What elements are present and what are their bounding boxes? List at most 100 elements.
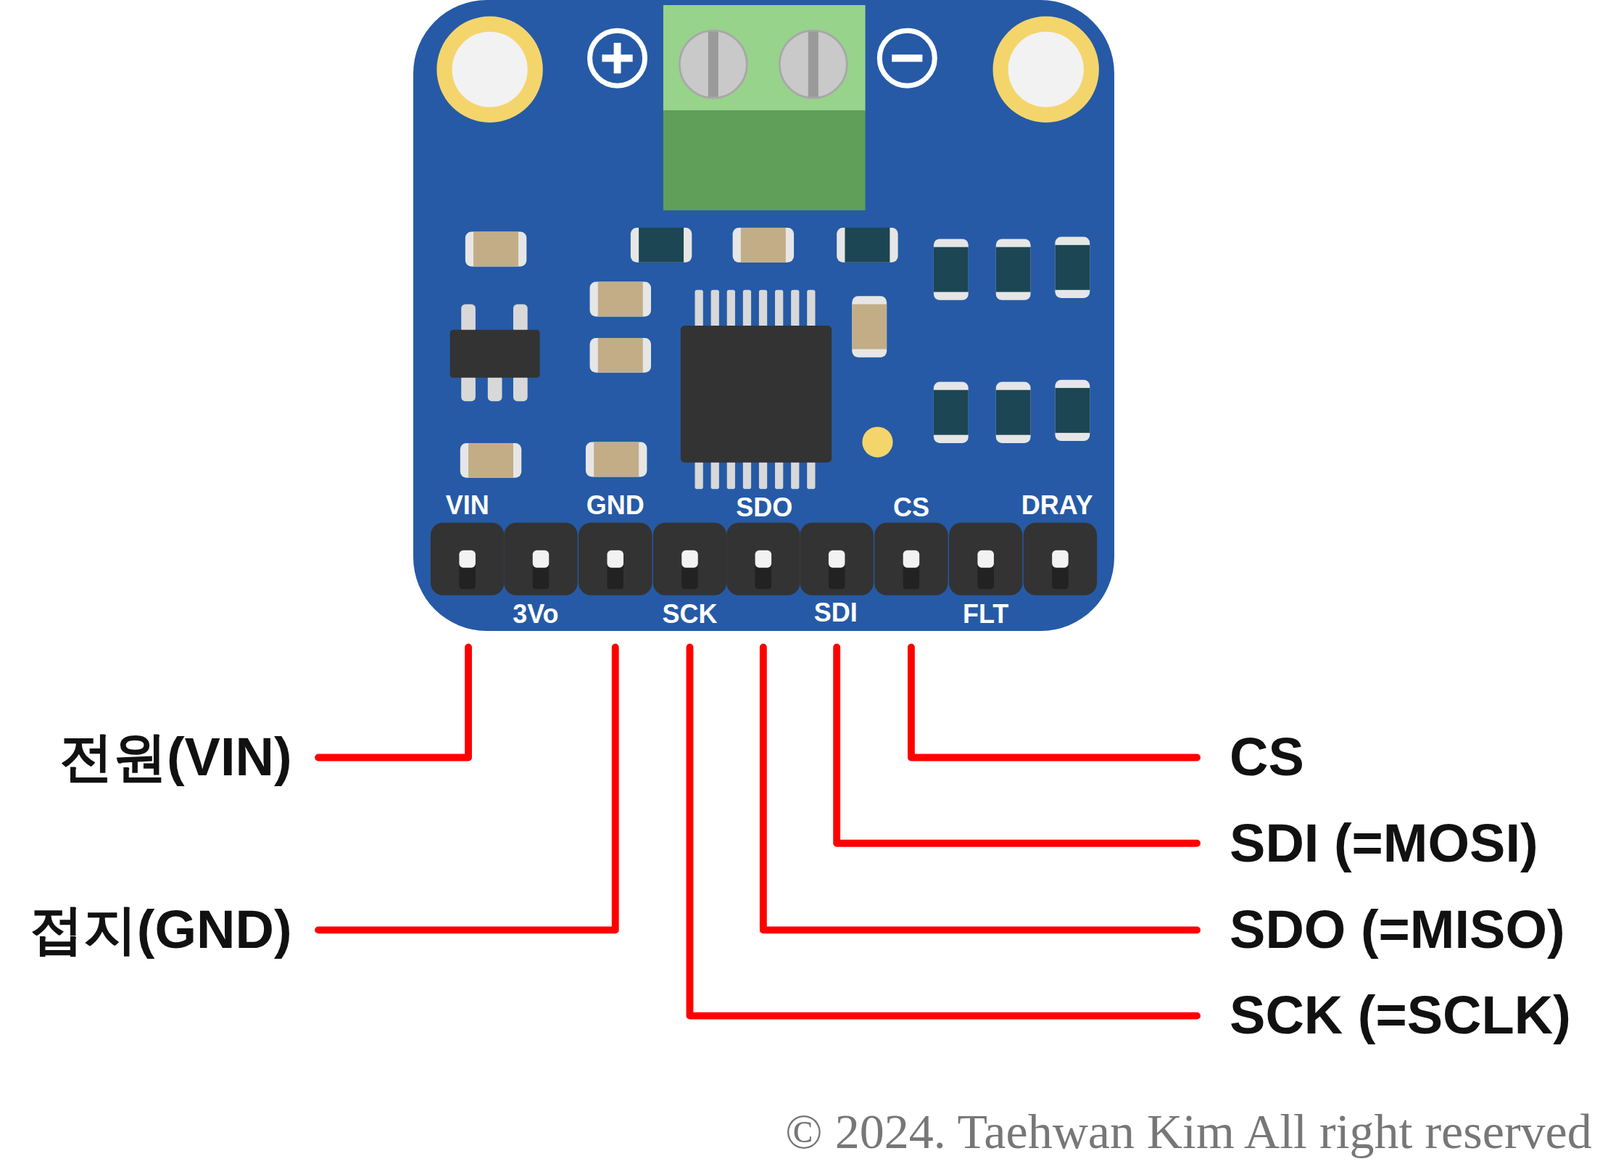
pin-pad bbox=[755, 550, 773, 568]
capacitor bbox=[590, 337, 652, 373]
capacitor bbox=[460, 442, 522, 478]
part-terminal bbox=[460, 442, 522, 478]
header-pin bbox=[503, 522, 578, 596]
part-body bbox=[468, 442, 514, 478]
screw-slot bbox=[808, 31, 819, 98]
callout-label: CS bbox=[1229, 727, 1305, 787]
chip-pin bbox=[743, 289, 752, 331]
part-terminal bbox=[996, 238, 1031, 300]
pin-pad bbox=[606, 550, 624, 568]
part-terminal bbox=[933, 238, 969, 300]
part-terminal bbox=[590, 337, 652, 373]
capacitor bbox=[851, 295, 887, 357]
pin-pad bbox=[1051, 550, 1069, 568]
pcb bbox=[413, 0, 1115, 631]
part-terminal bbox=[996, 381, 1031, 443]
leader-line bbox=[318, 646, 469, 757]
part-terminal bbox=[836, 227, 898, 263]
callout-label: 전원(VIN) bbox=[59, 727, 293, 787]
pin-pad bbox=[828, 550, 846, 568]
pin-pad bbox=[903, 550, 920, 568]
capacitor bbox=[585, 442, 647, 478]
ic-leg bbox=[487, 374, 503, 402]
part-terminal bbox=[732, 227, 794, 263]
callout-label: SDI (=MOSI) bbox=[1229, 813, 1539, 873]
resistor bbox=[1054, 237, 1090, 298]
part-body bbox=[473, 231, 519, 267]
part-terminal bbox=[585, 442, 647, 478]
part-body bbox=[933, 390, 969, 435]
mount-hole bbox=[436, 16, 543, 123]
part-terminal bbox=[1054, 379, 1090, 441]
ic-leg bbox=[513, 303, 528, 333]
capacitor bbox=[465, 231, 527, 267]
header-pin bbox=[800, 522, 874, 596]
chip-pin bbox=[711, 289, 720, 331]
capacitor bbox=[732, 227, 794, 263]
header-pin bbox=[726, 522, 800, 596]
pin-housing bbox=[948, 522, 1023, 596]
part-terminal bbox=[851, 295, 887, 357]
part-terminal bbox=[465, 231, 527, 267]
part-body bbox=[598, 282, 644, 317]
header-pin bbox=[430, 522, 504, 596]
header-pin bbox=[874, 522, 948, 596]
resistor bbox=[933, 381, 969, 443]
main-chip bbox=[680, 325, 832, 463]
screw bbox=[779, 30, 847, 98]
pin-pad bbox=[681, 550, 699, 568]
part-body bbox=[740, 227, 786, 263]
callout-label: 접지(GND) bbox=[29, 900, 293, 960]
resistor bbox=[996, 238, 1031, 300]
pin-housing bbox=[874, 522, 948, 596]
pin-name: DRAY bbox=[1021, 490, 1094, 520]
mount-hole bbox=[1008, 31, 1084, 108]
leader-lines bbox=[318, 646, 1197, 1015]
callout-label: SCK (=SCLK) bbox=[1229, 985, 1572, 1045]
pin-housing bbox=[578, 522, 652, 596]
chip-pin bbox=[806, 289, 815, 331]
chip-pin bbox=[790, 289, 799, 331]
screw-slot bbox=[708, 31, 719, 98]
pin-name: SCK bbox=[661, 600, 717, 630]
header-pin bbox=[948, 522, 1023, 596]
part-body bbox=[593, 442, 639, 478]
pin-name: SDO bbox=[735, 492, 793, 522]
pin-name: GND bbox=[586, 490, 645, 520]
pin-housing bbox=[503, 522, 578, 596]
pin-housing bbox=[726, 522, 800, 596]
pin-name: SDI bbox=[814, 598, 858, 628]
part-terminal bbox=[933, 381, 969, 443]
part-body bbox=[638, 227, 684, 263]
header-pin bbox=[1023, 522, 1097, 596]
chip-pin bbox=[695, 289, 704, 331]
regulator-ic bbox=[450, 329, 541, 378]
resistor bbox=[836, 227, 898, 263]
resistor bbox=[1054, 379, 1090, 441]
pin-housing bbox=[653, 522, 727, 596]
pin-pad bbox=[532, 550, 550, 568]
terminal-block bbox=[663, 5, 866, 111]
leader-line bbox=[836, 646, 1197, 843]
pin-pad bbox=[977, 550, 994, 568]
pin-name: FLT bbox=[962, 600, 1009, 630]
leader-line bbox=[763, 646, 1197, 930]
part-terminal bbox=[590, 282, 652, 317]
resistor bbox=[630, 227, 692, 263]
part-body bbox=[844, 227, 890, 263]
chip-pin bbox=[774, 289, 783, 331]
watermark: © 2024. Taehwan Kim All right reserved bbox=[785, 1103, 1593, 1158]
pin-name: VIN bbox=[445, 490, 490, 520]
screw bbox=[679, 30, 747, 98]
mount-hole bbox=[452, 31, 528, 108]
part-body bbox=[598, 337, 644, 373]
resistor bbox=[996, 381, 1031, 443]
part-body bbox=[1054, 245, 1090, 290]
pin-name: 3Vo bbox=[512, 600, 559, 630]
part-terminal bbox=[630, 227, 692, 263]
part-body bbox=[1054, 387, 1090, 433]
pin-housing bbox=[430, 522, 504, 596]
chip-pin bbox=[759, 289, 768, 331]
